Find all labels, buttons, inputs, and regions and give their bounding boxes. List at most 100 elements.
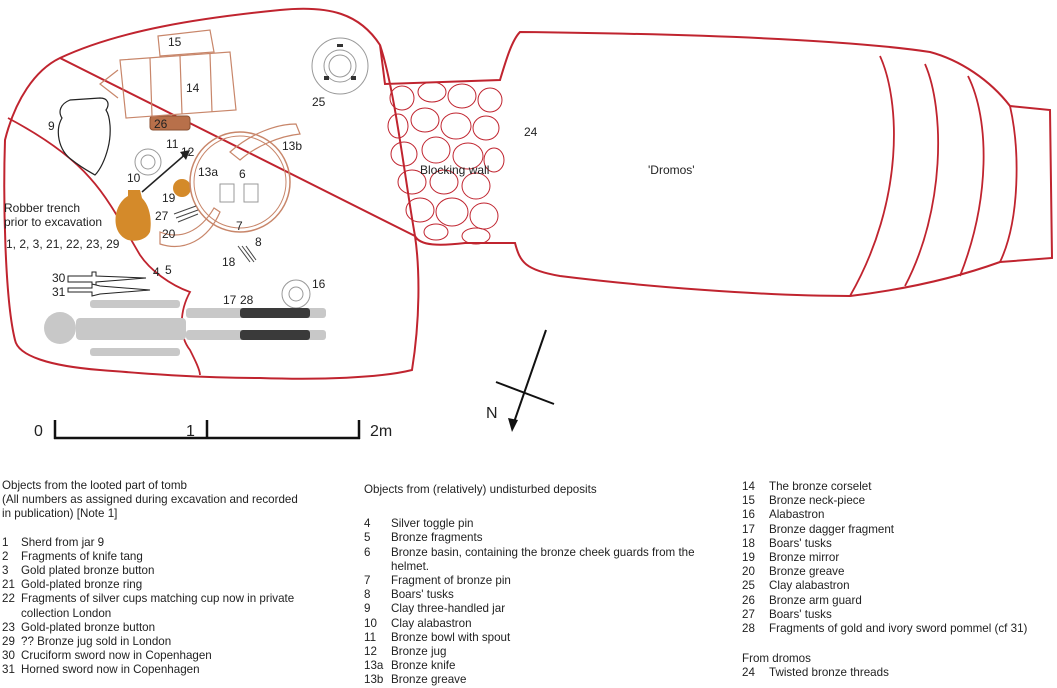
boars-tusks-27 — [173, 205, 199, 223]
num-16: 16 — [312, 277, 326, 291]
num-12: 12 — [181, 145, 195, 159]
blocking-wall-label: Blocking wall — [420, 163, 489, 177]
boars-tusks-18 — [237, 245, 257, 263]
greave-13b — [229, 123, 301, 161]
neck-piece-15 — [157, 29, 215, 57]
basin-6-inner — [193, 135, 287, 229]
num-25: 25 — [312, 95, 326, 109]
scale-label-1: 1 — [186, 423, 195, 440]
num-7: 7 — [236, 219, 243, 233]
robber-trench-items: 1, 2, 3, 21, 22, 23, 29 — [6, 237, 120, 251]
num-13b: 13b — [282, 139, 302, 153]
num-26: 26 — [154, 117, 168, 131]
num-28: 28 — [240, 293, 254, 307]
alabastron-ring-small — [134, 148, 162, 176]
num-13a: 13a — [198, 165, 218, 179]
scale-label-2m: 2m — [370, 423, 392, 440]
clay-alabastron-25 — [311, 37, 369, 95]
north-label: N — [486, 405, 498, 422]
sword-31 — [67, 283, 151, 297]
arrow-10-to-12 — [141, 151, 189, 193]
sword-30 — [67, 271, 147, 287]
legend-undisturbed: Objects from (relatively) undisturbed de… — [364, 479, 704, 688]
robber-trench-line2: prior to excavation — [4, 215, 102, 229]
num-10: 10 — [127, 171, 141, 185]
num-30: 30 — [52, 271, 66, 285]
corselet-14 — [99, 51, 237, 119]
jar-9 — [57, 97, 111, 176]
scale-label-0: 0 — [34, 423, 43, 440]
arrow-head — [180, 150, 190, 160]
dromos-label: 'Dromos' — [648, 163, 695, 177]
chamber-outline — [3, 7, 1054, 380]
arm-guard-26 — [149, 115, 191, 131]
mirror-19 — [173, 179, 191, 197]
num-8: 8 — [255, 235, 262, 249]
dromos-step-4 — [999, 105, 1018, 263]
blocking-wall-stones — [387, 81, 505, 245]
num-24: 24 — [524, 125, 538, 139]
greave-right-leg — [240, 330, 310, 340]
num-5: 5 — [165, 263, 172, 277]
legend-item: 29?? Bronze jug sold in London — [2, 635, 172, 649]
north-arrow-cross — [495, 381, 555, 405]
num-14: 14 — [186, 81, 200, 95]
north-arrow-head — [508, 418, 518, 432]
north-arrow-shaft — [511, 329, 547, 429]
num-9: 9 — [48, 119, 55, 133]
greave-left-leg — [240, 308, 310, 318]
num-31: 31 — [52, 285, 66, 299]
greave-20 — [159, 207, 221, 248]
robber-trench-line1: Robber trench — [4, 201, 80, 215]
legend-undisturbed-heading: Objects from (relatively) undisturbed de… — [364, 483, 597, 496]
basin-6 — [189, 131, 291, 233]
alabastron-10 — [115, 190, 151, 241]
num-20: 20 — [162, 227, 176, 241]
skeleton — [44, 300, 326, 356]
num-18: 18 — [222, 255, 236, 269]
legend-looted-heading-3: in publication) [Note 1] — [2, 507, 118, 521]
dromos-step-1 — [849, 55, 895, 297]
legend-dromos-heading: From dromos — [742, 652, 811, 666]
cheek-guard-a — [219, 183, 235, 203]
dromos-step-3 — [959, 75, 985, 277]
num-15: 15 — [168, 35, 182, 49]
legend-looted: Objects from the looted part of tomb (Al… — [2, 479, 332, 678]
num-19: 19 — [162, 191, 176, 205]
legend-looted-heading-2: (All numbers as assigned during excavati… — [2, 493, 298, 507]
legend-looted-heading-1: Objects from the looted part of tomb — [2, 479, 187, 492]
num-4: 4 — [153, 265, 160, 279]
alabastron-16 — [281, 279, 311, 309]
num-17: 17 — [223, 293, 237, 307]
cheek-guard-b — [243, 183, 259, 203]
num-11: 11 — [166, 137, 179, 151]
num-27: 27 — [155, 209, 169, 223]
